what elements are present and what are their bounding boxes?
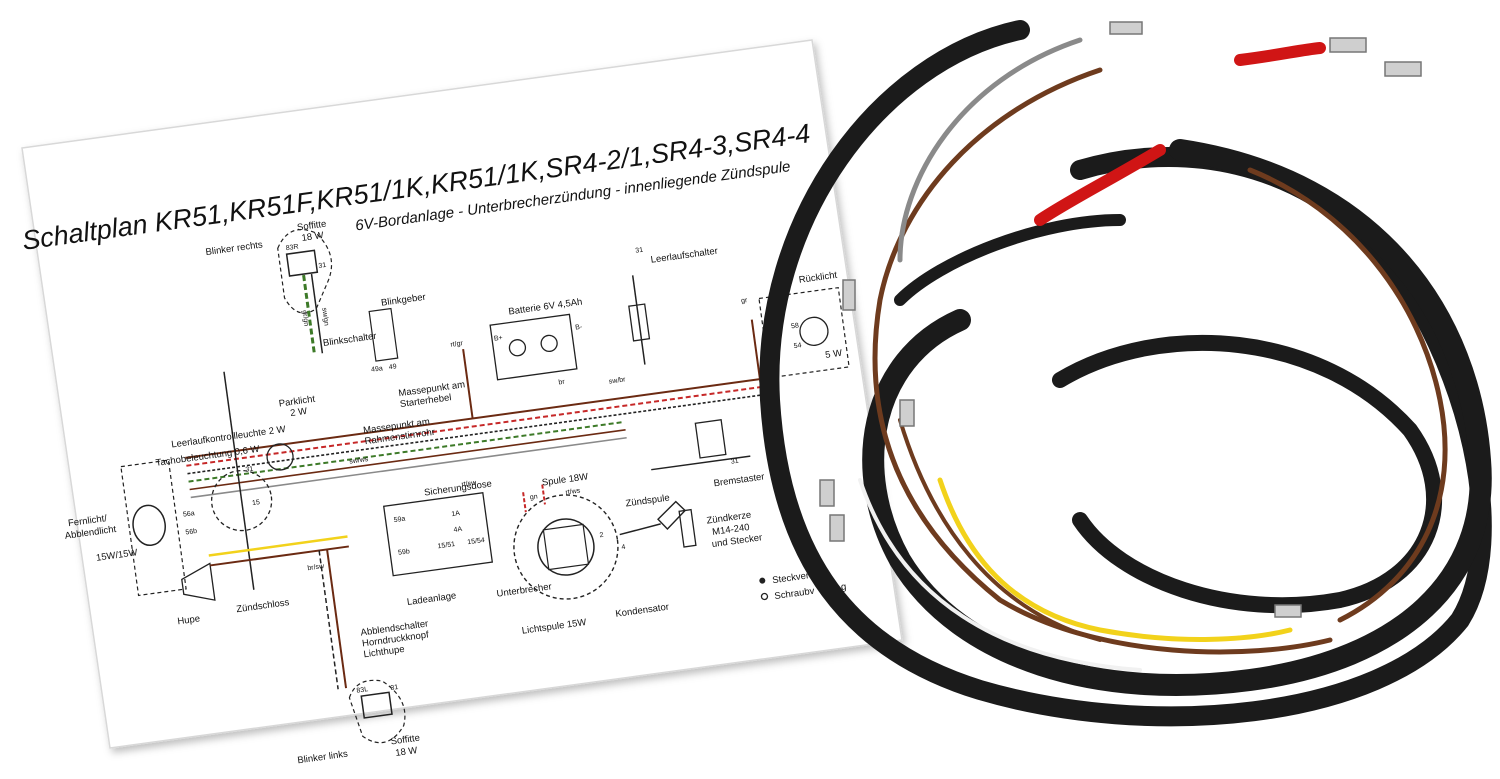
label-1a: 1A <box>451 510 461 518</box>
label-swbr: sw/br <box>608 376 626 385</box>
label-15-cluster: 15 <box>252 499 261 507</box>
label-rtws: rt/ws <box>565 487 581 496</box>
wire-brown-1 <box>872 67 1333 655</box>
label-bminus: B- <box>575 324 584 332</box>
legend-steckverbindung: Steckver <box>772 570 810 586</box>
label-brsw: br/sw <box>307 563 325 572</box>
connector-left-4 <box>829 514 845 542</box>
label-83r: 83R <box>285 244 299 253</box>
paper-sheet <box>21 39 903 749</box>
label-59a: 59a <box>393 516 406 525</box>
label-soffitte-top: Soffitte <box>296 219 327 234</box>
label-4a: 4A <box>453 526 463 534</box>
label-parklicht-w: 2 W <box>290 406 308 419</box>
label-31-neutral: 31 <box>635 247 644 255</box>
label-1554: 15/54 <box>467 537 485 546</box>
label-31-brake: 31 <box>730 458 739 466</box>
label-t4: 4 <box>621 544 626 551</box>
wire-red-top <box>1234 42 1326 66</box>
label-ruecklicht: Rücklicht <box>798 270 838 286</box>
harness-branch-top <box>894 214 1126 306</box>
legend-schraubverbindung: Schraubv <box>774 586 816 602</box>
label-56a: 56a <box>183 510 196 519</box>
label-49a: 49a <box>371 365 384 374</box>
label-83l: 83L <box>356 686 369 695</box>
wire-grey <box>897 37 1083 263</box>
label-parklicht: Parklicht <box>278 394 316 410</box>
wire-red-sleeve <box>1034 144 1166 226</box>
connector-left-3 <box>819 479 835 507</box>
connector-left-2 <box>899 399 915 427</box>
label-zuendkerze-2: M14-240 <box>712 522 751 538</box>
label-rtgr: rt/gr <box>450 340 464 349</box>
horn-and-ignition: Hupe Zündschloss br/sw <box>177 535 349 627</box>
connector-top-1 <box>1329 37 1367 53</box>
connector-left-1 <box>842 279 856 311</box>
label-ruecklicht-w: 5 W <box>825 348 843 361</box>
label-gn: gn <box>529 493 538 501</box>
wiring-harness <box>759 20 1492 727</box>
label-swws: sw/ws <box>349 456 369 466</box>
label-58: 58 <box>791 322 800 330</box>
label-t2: 2 <box>599 532 604 539</box>
label-fernlicht-1: Fernlicht/ <box>67 513 108 529</box>
wire-yellow <box>937 477 1293 642</box>
harness-loop-inner <box>862 139 1492 696</box>
connector-top-2 <box>1384 61 1422 77</box>
wiring-diagram-sheet: Schaltplan KR51,KR51F,KR51/1K,KR51/1K,SR… <box>20 39 903 767</box>
label-hupe: Hupe <box>177 613 201 627</box>
label-blinker-links: Blinker links <box>297 749 349 767</box>
label-1551: 15/51 <box>437 541 455 550</box>
label-54: 54 <box>793 342 802 350</box>
label-56b: 56b <box>185 528 198 537</box>
connector-bottom <box>1274 604 1302 618</box>
wire-brown-2 <box>1247 167 1448 623</box>
harness-loop-core <box>1052 335 1442 614</box>
label-31-left: 31 <box>390 684 399 692</box>
label-59b: 59b <box>398 548 411 557</box>
handlebar-switch: Abblendschalter Horndruckknopf Lichthupe <box>318 549 430 690</box>
label-31-cluster: 31 <box>245 466 254 474</box>
label-bplus: B+ <box>494 335 504 343</box>
label-swgn: sw/gn <box>320 307 329 326</box>
wire-brown-3 <box>898 418 1102 642</box>
label-49: 49 <box>389 363 398 371</box>
label-br: br <box>558 379 566 387</box>
label-gr: gr <box>741 297 749 305</box>
legend: Steckver Schraubv g <box>759 570 847 602</box>
legend-schraubverbindung-end: g <box>840 581 847 593</box>
label-soffitte-top-w: 18 W <box>301 230 324 244</box>
label-soffitte-bottom-w: 18 W <box>395 745 418 759</box>
speedometer-cluster: 31 15 <box>210 443 294 532</box>
fuse-box: Sicherungsdose 59a 59b 1A 4A 15/54 15/51… <box>382 479 494 608</box>
label-31-top: 31 <box>318 262 327 270</box>
wire-white <box>858 478 1142 672</box>
label-grgn: gr/gn <box>300 310 309 327</box>
connector-top-3 <box>1109 21 1143 35</box>
label-rtsw: rt/sw <box>461 479 478 488</box>
label-soffitte-bottom: Soffitte <box>390 733 421 748</box>
